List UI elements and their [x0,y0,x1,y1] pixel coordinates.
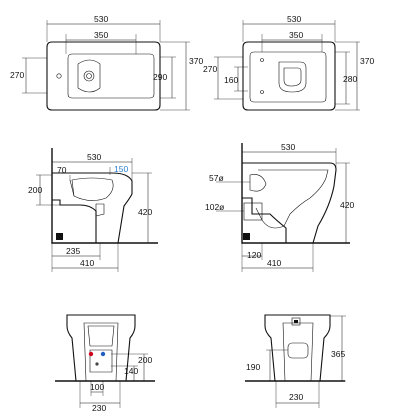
bidet-rear-waste-height-label: 140 [124,366,138,376]
wc-side-depth-label: 410 [267,258,281,268]
wc-top-fixing-distance-label: 160 [224,75,238,85]
wc-rear-height-label: 365 [331,349,345,359]
bidet-side-base-label: 235 [66,246,80,256]
bidet-side-length-label: 530 [87,152,101,162]
wc-top-width-label: 530 [287,14,301,24]
wc-rear-base-width-label: 230 [289,392,303,402]
cold-water-marker [100,351,106,357]
bidet-rear-supply-height-label: 200 [138,355,152,365]
wc-rear-outlet-height-label: 190 [246,362,260,372]
wc-side-height-label: 420 [340,200,354,210]
bidet-side-view: 530 70 150 200 420 235 410 [28,148,158,272]
bidet-top-inner-width-label: 350 [94,30,108,40]
bidet-rear-base-width-label: 230 [92,403,106,413]
bidet-side-depth-label: 410 [80,258,94,268]
bidet-side-accent-label: 150 [114,164,128,174]
bidet-top-depth-left-label: 270 [10,70,24,80]
bidet-top-overall-depth-label: 370 [189,56,203,66]
wc-side-inlet-label: 57ø [209,173,224,183]
wc-top-inner-width-label: 350 [289,30,303,40]
bidet-side-height-label: 420 [138,207,152,217]
wc-top-view: 530 350 270 160 280 370 [203,14,374,111]
wc-side-outlet-distance-label: 120 [247,250,261,260]
wc-top-depth-left-label: 270 [203,64,217,74]
wc-side-length-label: 530 [281,142,295,152]
bidet-top-view: 530 350 270 290 370 [10,14,203,111]
hot-water-marker [88,351,94,357]
wc-top-overall-depth-label: 370 [360,56,374,66]
wc-side-outlet-label: 102ø [205,202,224,212]
bidet-top-width-label: 530 [94,14,108,24]
bidet-side-waste-height-label: 200 [28,185,42,195]
wc-rear-view: 365 190 230 [245,314,346,408]
wc-side-view: 530 57ø 102ø 420 120 410 [205,142,354,272]
bidet-top-depth-right-label: 290 [153,72,167,82]
wc-top-depth-right-label: 280 [343,74,357,84]
bidet-side-tap-offset-label: 70 [57,165,67,175]
bidet-rear-view: 200 140 100 230 [55,314,155,413]
bidet-rear-supply-spacing-label: 100 [90,382,104,392]
